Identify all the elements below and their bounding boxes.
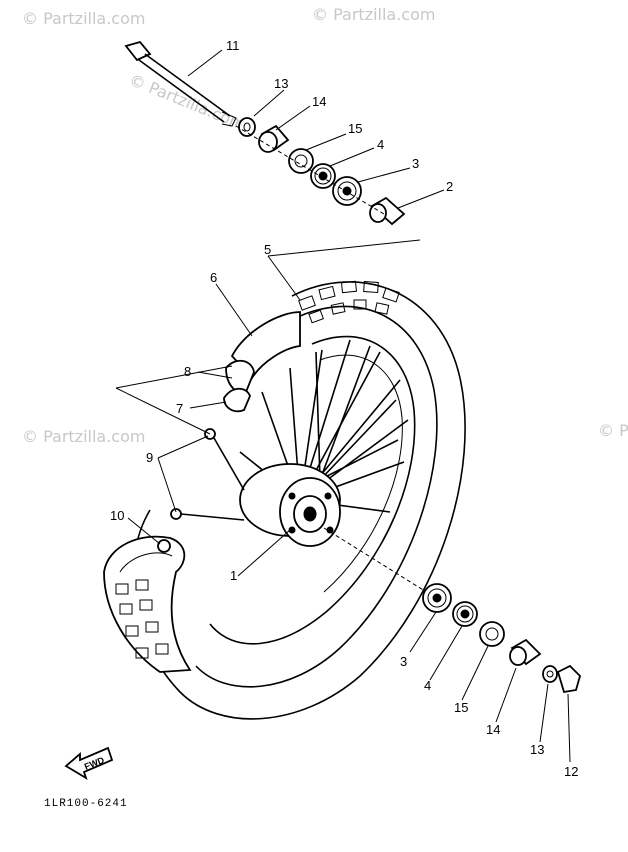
callout-2: 2 (446, 179, 453, 194)
diagram-code: 1LR100-6241 (44, 798, 128, 810)
callout-13-top: 13 (274, 76, 288, 91)
callout-15-bottom: 15 (454, 700, 468, 715)
bearing-top-2 (332, 176, 362, 206)
callout-11: 11 (226, 38, 240, 53)
oil-seal-top (288, 148, 314, 174)
callout-12: 12 (564, 764, 578, 779)
wheel-assembly (132, 280, 466, 720)
watermark-top-right: © Partzilla.com (312, 5, 435, 24)
callout-3-top: 3 (412, 156, 419, 171)
callout-8: 8 (184, 364, 191, 379)
bearing-bottom-2 (452, 601, 478, 627)
callout-4-top: 4 (377, 137, 384, 152)
watermark-top-left: © Partzilla.com (22, 9, 145, 28)
tire-section (103, 535, 192, 673)
forward-arrow-icon: FWD (64, 746, 114, 781)
callout-9: 9 (146, 450, 153, 465)
callout-4-bottom: 4 (424, 678, 431, 693)
callout-13-bottom: 13 (530, 742, 544, 757)
callout-5: 5 (264, 242, 271, 257)
rim-band (223, 387, 251, 413)
callout-3-bottom: 3 (400, 654, 407, 669)
callout-14-top: 14 (312, 94, 326, 109)
callout-1: 1 (230, 568, 237, 583)
callout-14-bottom: 14 (486, 722, 500, 737)
valve-parts (157, 428, 245, 553)
inner-tube (225, 311, 301, 394)
tire-tread (298, 280, 400, 324)
collar-top (258, 124, 290, 153)
oil-seal-bottom (479, 621, 505, 647)
watermark-mid-right: © Partzilla.com (598, 421, 628, 440)
nut-top (238, 117, 256, 137)
callout-10: 10 (110, 508, 124, 523)
bearing-top (310, 163, 336, 189)
hub (239, 463, 341, 547)
bearing-bottom (422, 583, 452, 613)
axle-bolt (124, 40, 237, 127)
collar-bottom (509, 638, 542, 666)
watermark-diagonal-1: © Partzilla.com (127, 70, 249, 134)
callout-15-top: 15 (348, 121, 362, 136)
washer-bottom (542, 665, 558, 683)
callout-7: 7 (176, 401, 183, 416)
axle-nut (556, 664, 582, 694)
watermark-mid-left: © Partzilla.com (22, 427, 145, 446)
spacer (369, 196, 406, 226)
callout-6: 6 (210, 270, 217, 285)
